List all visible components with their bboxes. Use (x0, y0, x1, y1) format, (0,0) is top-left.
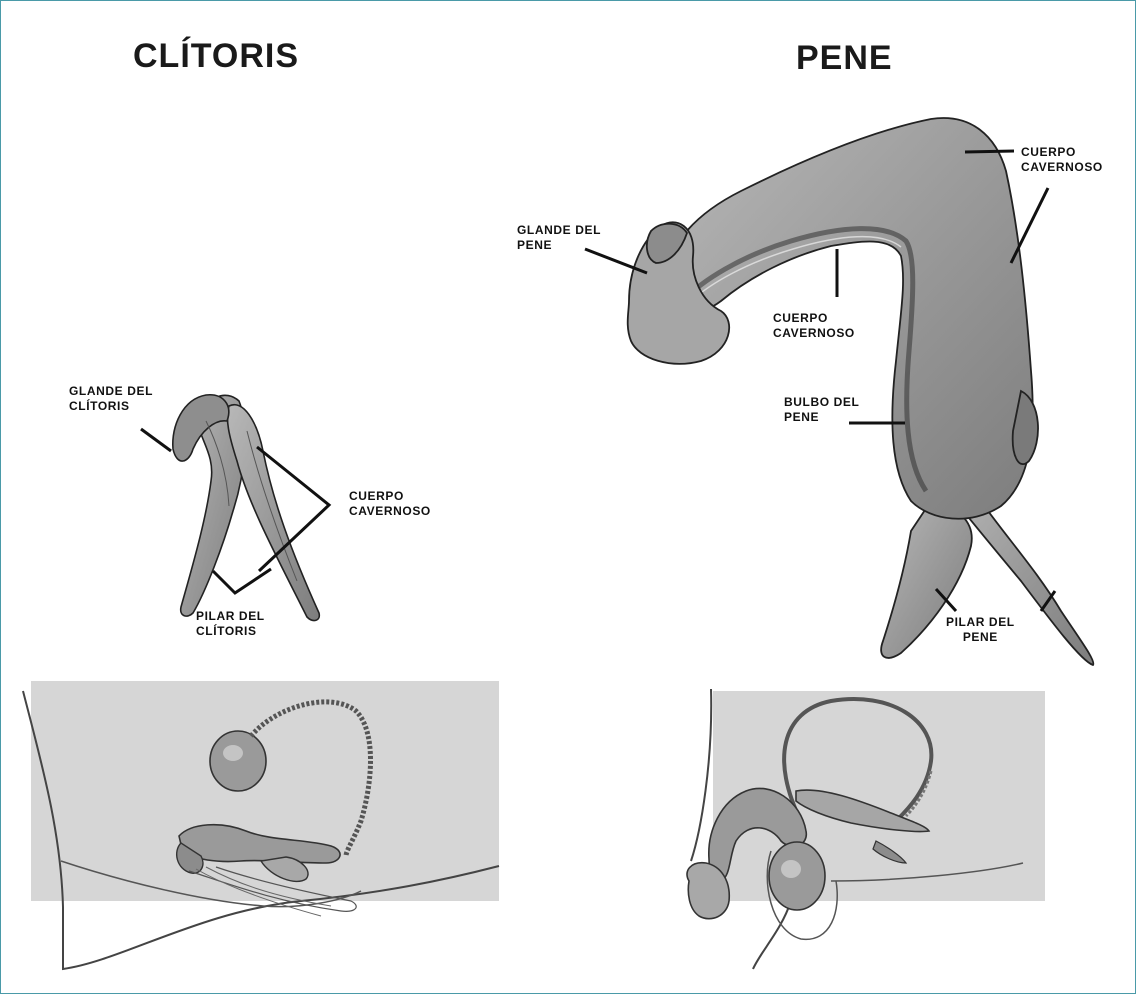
male-context-panel (687, 689, 1045, 969)
label-cuerpo-cavernoso-top: CUERPO CAVERNOSO (1021, 145, 1103, 175)
label-cuerpo-cavernoso-clitoris: CUERPO CAVERNOSO (349, 489, 431, 519)
label-pilar-del-clitoris: PILAR DEL CLÍTORIS (196, 609, 265, 639)
label-bulbo-del-pene: BULBO DEL PENE (784, 395, 859, 425)
label-glande-del-pene: GLANDE DEL PENE (517, 223, 601, 253)
penis-organ (628, 118, 1094, 665)
female-context-panel (23, 681, 499, 969)
label-cuerpo-cavernoso-mid: CUERPO CAVERNOSO (773, 311, 855, 341)
label-pilar-del-pene: PILAR DEL PENE (946, 615, 1015, 645)
label-glande-del-clitoris: GLANDE DEL CLÍTORIS (69, 384, 153, 414)
